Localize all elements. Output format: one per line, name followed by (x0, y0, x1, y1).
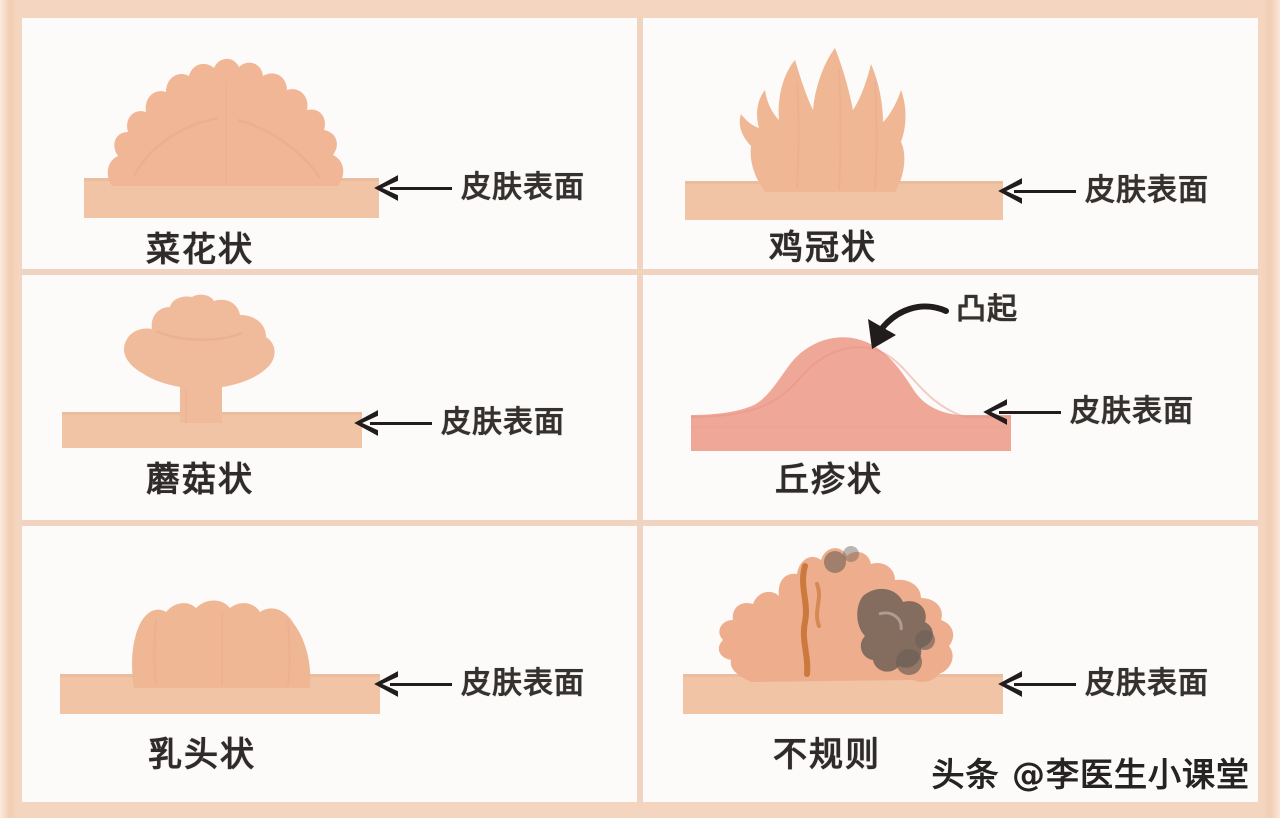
mushroom-lesion-shape (114, 294, 294, 425)
panel-stage: 皮肤表面 鸡冠状 (643, 18, 1258, 269)
skin-surface-label: 皮肤表面 (461, 170, 585, 205)
papule-lesion-shape (690, 333, 1011, 455)
curved-arrow-icon (858, 293, 950, 357)
panel-grid: 皮肤表面 菜花状 (22, 18, 1258, 802)
arrow-left-icon (354, 410, 432, 436)
panel-caption-papule: 丘疹状 (775, 460, 883, 500)
arrow-left-icon (998, 178, 1076, 204)
panel-mushroom: 皮肤表面 蘑菇状 (22, 275, 637, 520)
protrusion-annotation: 凸起 (858, 293, 1018, 357)
arrow-left-icon (374, 671, 452, 697)
panel-caption-cockscomb: 鸡冠状 (769, 228, 877, 268)
arrow-left-icon (998, 671, 1076, 697)
cauliflower-lesion-shape (106, 56, 362, 188)
skin-surface-label: 皮肤表面 (461, 666, 585, 701)
panel-cauliflower: 皮肤表面 菜花状 (22, 18, 637, 269)
skin-surface-label: 皮肤表面 (1070, 394, 1194, 429)
panel-stage: 皮肤表面 乳头状 (22, 526, 637, 802)
skin-surface-annotation: 皮肤表面 (998, 176, 1209, 206)
cockscomb-lesion-shape (735, 42, 925, 194)
panel-caption-papilliform: 乳头状 (148, 735, 256, 775)
skin-surface-annotation: 皮肤表面 (374, 173, 585, 203)
skin-surface-annotation: 皮肤表面 (354, 408, 565, 438)
panel-stage: 皮肤表面 不规则 (643, 526, 1258, 802)
watermark-text: 头条 @李医生小课堂 (931, 755, 1250, 794)
arrow-left-icon (374, 175, 452, 201)
protrusion-label: 凸起 (956, 292, 1018, 327)
panel-cockscomb: 皮肤表面 鸡冠状 (643, 18, 1258, 269)
panel-stage: 皮肤表面 菜花状 (22, 18, 637, 269)
papilliform-lesion-shape (126, 598, 322, 688)
skin-surface-label: 皮肤表面 (1085, 173, 1209, 208)
panel-stage: 凸起 皮肤表面 丘疹状 (643, 275, 1258, 520)
panel-stage: 皮肤表面 蘑菇状 (22, 275, 637, 520)
panel-caption-irregular: 不规则 (773, 735, 881, 775)
panel-papilliform: 皮肤表面 乳头状 (22, 526, 637, 802)
panel-caption-mushroom: 蘑菇状 (146, 460, 254, 500)
panel-irregular: 皮肤表面 不规则 (643, 526, 1258, 802)
panel-caption-cauliflower: 菜花状 (146, 230, 254, 269)
irregular-lesion-shape (713, 544, 963, 684)
skin-surface-annotation: 皮肤表面 (998, 669, 1209, 699)
arrow-left-icon (983, 399, 1061, 425)
skin-surface-annotation: 皮肤表面 (374, 669, 585, 699)
skin-surface-label: 皮肤表面 (441, 405, 565, 440)
skin-surface-annotation: 皮肤表面 (983, 397, 1194, 427)
panel-papule: 凸起 皮肤表面 丘疹状 (643, 275, 1258, 520)
skin-surface-label: 皮肤表面 (1085, 666, 1209, 701)
